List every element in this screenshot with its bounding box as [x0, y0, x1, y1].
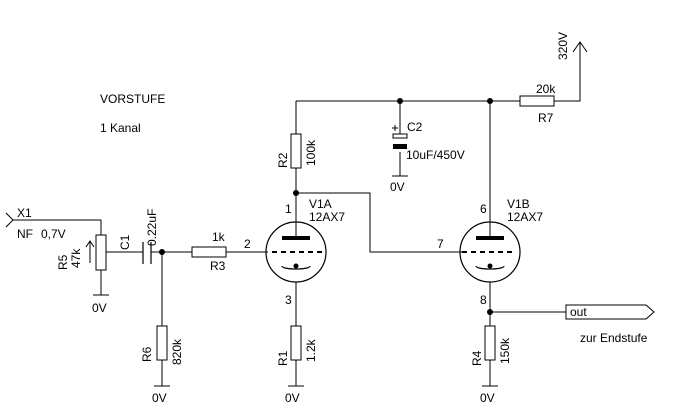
- input-nf-label: NF: [17, 227, 33, 241]
- svg-text:0V: 0V: [390, 180, 405, 194]
- r1-value: 1.2k: [304, 338, 318, 362]
- r1-ref: R1: [276, 350, 290, 366]
- ground-r1: 0V: [285, 385, 304, 405]
- r5-value: 47k: [69, 248, 83, 268]
- v1b-pin-plate: 6: [480, 202, 487, 216]
- v1a-ref: V1A: [309, 197, 332, 211]
- r7-ref: R7: [538, 111, 554, 125]
- c1-value: 0.22uF: [145, 209, 159, 246]
- output-port: out zur Endstufe: [490, 304, 655, 345]
- v1a-pin-plate: 1: [285, 202, 292, 216]
- capacitor-c1: C1 0.22uF: [118, 209, 159, 264]
- wire-interstage: [296, 192, 462, 253]
- supply-voltage-label: 320V: [556, 32, 570, 60]
- resistor-r6: R6 820k: [140, 252, 184, 386]
- v1a-pin-cathode: 3: [285, 293, 292, 307]
- v1b-ref: V1B: [507, 197, 530, 211]
- r4-value: 150k: [498, 337, 512, 364]
- svg-text:0V: 0V: [480, 391, 495, 405]
- v1a-type: 12AX7: [309, 210, 345, 224]
- resistor-r4: R4 150k: [470, 325, 512, 386]
- r3-value: 1k: [212, 230, 226, 244]
- svg-text:0V: 0V: [92, 301, 107, 315]
- resistor-r7: 20k R7: [519, 41, 588, 125]
- r2-ref: R2: [276, 152, 290, 168]
- v1b-pin-cathode: 8: [480, 293, 487, 307]
- ground-r6: 0V: [152, 385, 170, 405]
- c2-ref: C2: [407, 120, 423, 134]
- tube-v1a: 1 2 3 V1A 12AX7: [244, 197, 345, 326]
- capacitor-c2: C2 10uF/450V: [392, 101, 465, 176]
- r3-ref: R3: [210, 259, 226, 273]
- input-level-label: 0,7V: [41, 227, 66, 241]
- svg-text:0V: 0V: [285, 391, 300, 405]
- potentiometer-r5: R5 47k: [56, 220, 107, 295]
- v1b-pin-grid: 7: [437, 237, 444, 251]
- r6-ref: R6: [140, 346, 154, 362]
- tube-v1b: 6 7 8 V1B 12AX7: [437, 101, 543, 326]
- v1a-pin-grid: 2: [244, 237, 251, 251]
- c1-ref: C1: [118, 234, 132, 250]
- v1b-type: 12AX7: [507, 210, 543, 224]
- r6-value: 820k: [170, 338, 184, 365]
- title-label: VORSTUFE: [100, 92, 165, 106]
- ground-c2: 0V: [390, 175, 408, 194]
- ground-r5: 0V: [92, 294, 109, 315]
- resistor-r1: R1 1.2k: [276, 325, 318, 386]
- r7-value: 20k: [536, 82, 556, 96]
- input-connector: X1 NF 0,7V: [5, 206, 101, 241]
- input-ref-label: X1: [17, 206, 32, 220]
- r4-ref: R4: [470, 350, 484, 366]
- ground-r4: 0V: [480, 385, 498, 405]
- svg-text:0V: 0V: [152, 391, 167, 405]
- r2-value: 100k: [304, 139, 318, 166]
- resistor-r3: 1k R3: [191, 230, 268, 273]
- output-port-label: out: [570, 305, 587, 319]
- resistor-r2: R2 100k: [276, 101, 318, 222]
- subtitle-label: 1 Kanal: [100, 121, 141, 135]
- r5-ref: R5: [56, 254, 70, 270]
- output-destination-label: zur Endstufe: [580, 331, 648, 345]
- c2-value: 10uF/450V: [406, 148, 465, 162]
